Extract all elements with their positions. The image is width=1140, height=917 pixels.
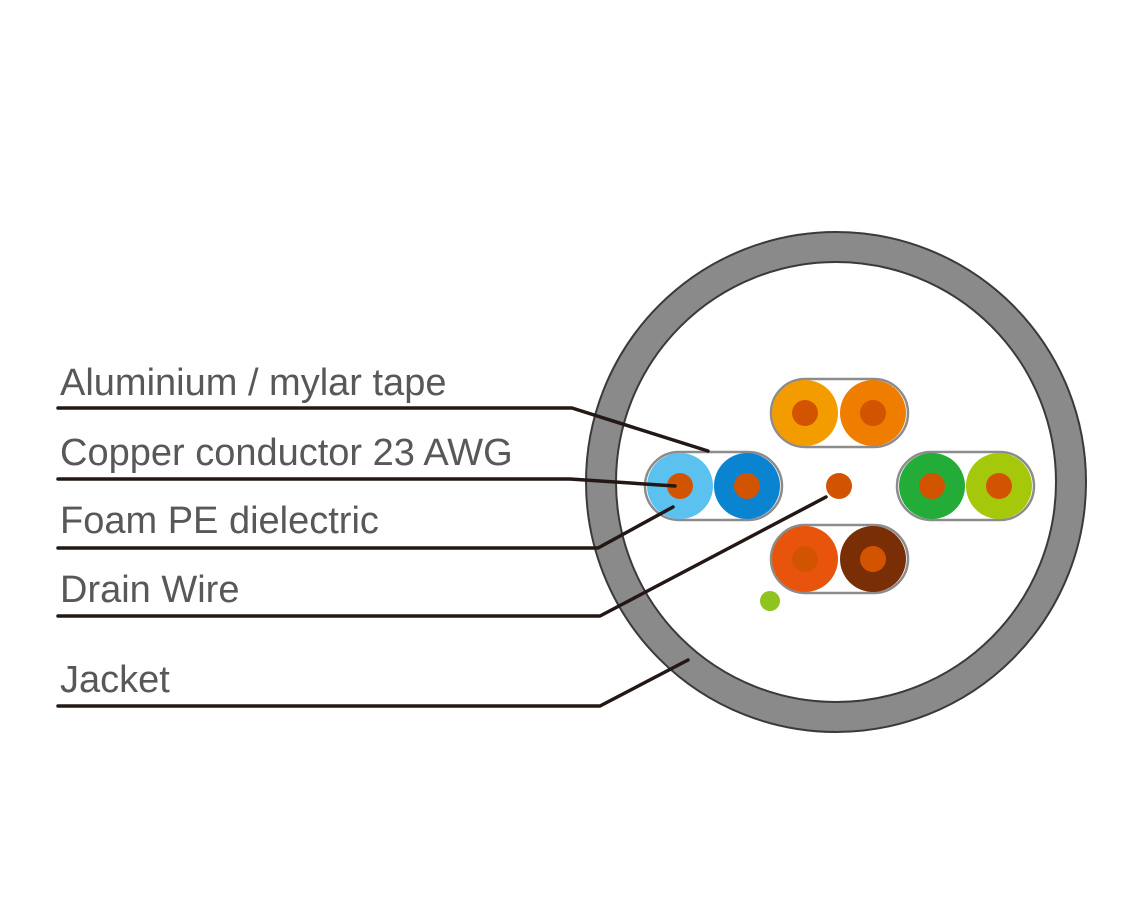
leader-line-conductor — [56, 477, 677, 488]
conductor-brown — [860, 546, 886, 572]
label-foam-pe-dielectric: Foam PE dielectric — [60, 500, 379, 542]
twisted-pair-green — [895, 450, 1036, 522]
label-aluminium-mylar-tape: Aluminium / mylar tape — [60, 362, 446, 404]
leader-line-tape — [56, 406, 710, 453]
leader-lines — [56, 406, 828, 708]
label-drain-wire: Drain Wire — [60, 569, 239, 611]
conductor-green-white — [986, 473, 1012, 499]
twisted-pair-brown — [769, 523, 910, 595]
conductor-orange-a — [792, 400, 818, 426]
label-copper-conductor: Copper conductor 23 AWG — [60, 432, 513, 474]
twisted-pair-blue — [643, 450, 784, 522]
leader-line-dielectric — [56, 505, 675, 550]
conductor-blue-white — [734, 473, 760, 499]
drain-wire — [826, 473, 852, 499]
conductor-orange-b — [860, 400, 886, 426]
conductor-green — [919, 473, 945, 499]
callout-labels: Aluminium / mylar tape Copper conductor … — [60, 362, 513, 701]
filler-dot — [760, 591, 780, 611]
leader-line-jacket — [56, 658, 690, 708]
twisted-pair-orange — [769, 377, 910, 449]
leader-line-drain-wire — [56, 495, 828, 618]
conductor-red-orange — [792, 546, 818, 572]
label-jacket: Jacket — [60, 659, 170, 701]
conductor-blue — [667, 473, 693, 499]
